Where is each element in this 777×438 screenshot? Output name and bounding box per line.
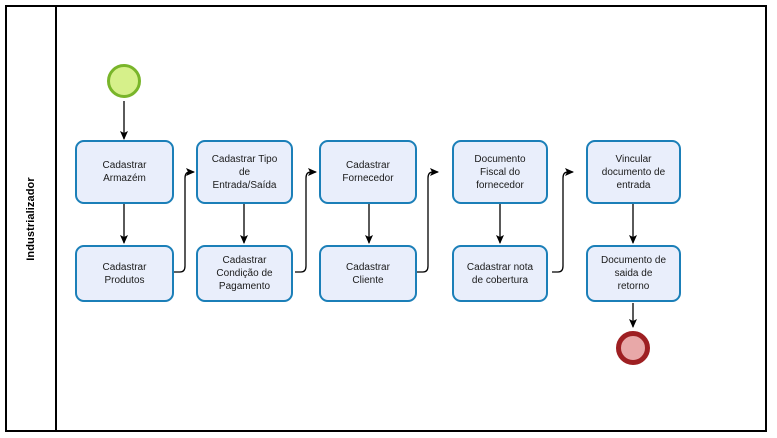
task-label: Cadastrar nota de cobertura — [466, 261, 534, 286]
task-cadastrar-nota-cobertura[interactable]: Cadastrar nota de cobertura — [452, 245, 548, 302]
lane-header: Industrializador — [7, 7, 57, 430]
task-label: Cadastrar Produtos — [102, 261, 147, 286]
start-event[interactable] — [107, 64, 141, 98]
task-label: Vincular documento de entrada — [601, 153, 666, 191]
task-vincular-documento-entrada[interactable]: Vincular documento de entrada — [586, 140, 681, 204]
task-cadastrar-armazem[interactable]: Cadastrar Armazém — [75, 140, 174, 204]
process-pool: Industrializador — [5, 5, 767, 432]
task-label: Cadastrar Armazém — [102, 160, 147, 184]
task-label: Cadastrar Tipo de Entrada/Saída — [211, 153, 278, 191]
task-cadastrar-condicao-pagamento[interactable]: Cadastrar Condição de Pagamento — [196, 245, 293, 302]
task-cadastrar-fornecedor[interactable]: Cadastrar Fornecedor — [319, 140, 417, 204]
task-label: Documento de saida de retorno — [600, 255, 667, 292]
task-label: Documento Fiscal do fornecedor — [474, 153, 526, 191]
lane-body — [57, 7, 765, 430]
lane-title: Industrializador — [25, 176, 37, 261]
task-label: Cadastrar Cliente — [346, 261, 390, 286]
task-documento-saida-retorno[interactable]: Documento de saida de retorno — [586, 245, 681, 302]
task-cadastrar-cliente[interactable]: Cadastrar Cliente — [319, 245, 417, 302]
end-event[interactable] — [616, 331, 650, 365]
task-label: Cadastrar Fornecedor — [342, 160, 394, 184]
task-cadastrar-tipo-entrada-saida[interactable]: Cadastrar Tipo de Entrada/Saída — [196, 140, 293, 204]
task-cadastrar-produtos[interactable]: Cadastrar Produtos — [75, 245, 174, 302]
task-label: Cadastrar Condição de Pagamento — [216, 255, 273, 292]
task-documento-fiscal-fornecedor[interactable]: Documento Fiscal do fornecedor — [452, 140, 548, 204]
